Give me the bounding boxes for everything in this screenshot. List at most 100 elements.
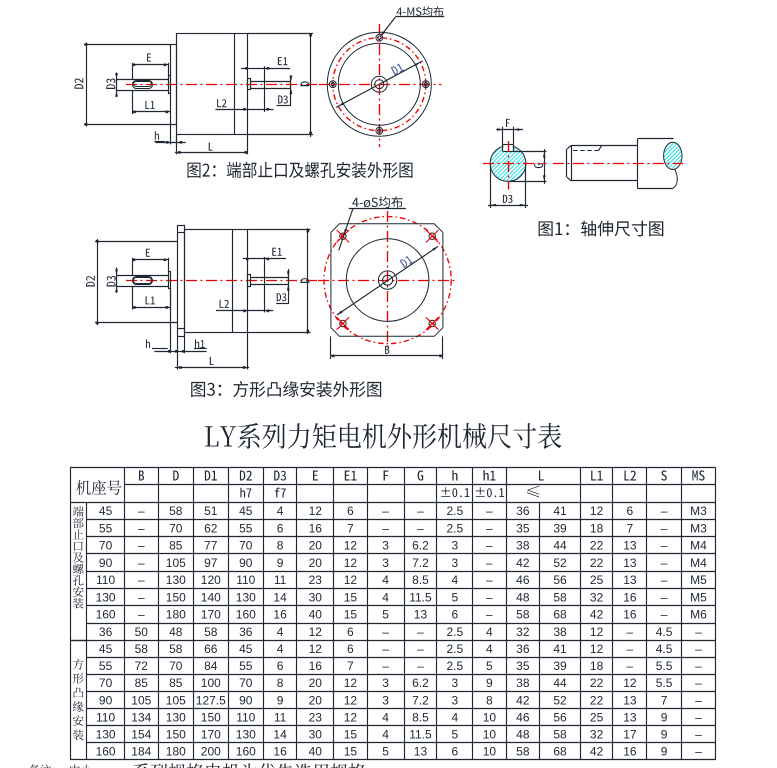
svg-text:3: 3 xyxy=(452,556,459,570)
svg-text:11: 11 xyxy=(274,573,287,587)
svg-text:38: 38 xyxy=(516,676,530,690)
svg-text:127.5: 127.5 xyxy=(196,693,226,707)
svg-text:6: 6 xyxy=(347,642,354,656)
svg-text:12: 12 xyxy=(590,625,604,639)
svg-text:90: 90 xyxy=(99,556,113,570)
svg-text:13: 13 xyxy=(414,608,428,622)
svg-text:–: – xyxy=(661,504,668,518)
svg-text:12: 12 xyxy=(344,693,358,707)
svg-text:2.5: 2.5 xyxy=(447,625,464,639)
svg-text:12: 12 xyxy=(590,504,604,518)
svg-text:110: 110 xyxy=(236,573,255,587)
svg-text:4: 4 xyxy=(452,710,459,724)
svg-text:58: 58 xyxy=(169,642,183,656)
svg-text:11.5: 11.5 xyxy=(409,590,432,604)
svg-text:12: 12 xyxy=(344,676,358,690)
svg-text:25: 25 xyxy=(590,573,604,587)
svg-text:–: – xyxy=(138,573,145,587)
svg-text:150: 150 xyxy=(166,590,186,604)
svg-text:150: 150 xyxy=(201,710,221,724)
svg-text:40: 40 xyxy=(309,745,323,759)
svg-text:170: 170 xyxy=(201,727,221,741)
svg-text:68: 68 xyxy=(553,608,567,622)
svg-text:–: – xyxy=(627,659,634,673)
svg-text:36: 36 xyxy=(516,504,530,518)
svg-text:5: 5 xyxy=(382,745,389,759)
svg-text:–: – xyxy=(486,504,493,518)
svg-text:–: – xyxy=(382,521,389,535)
svg-text:6: 6 xyxy=(347,625,354,639)
svg-text:85: 85 xyxy=(169,676,183,690)
svg-text:58: 58 xyxy=(204,625,218,639)
svg-text:180: 180 xyxy=(166,608,186,622)
svg-text:30: 30 xyxy=(309,590,323,604)
svg-text:3: 3 xyxy=(452,693,459,707)
svg-text:50: 50 xyxy=(135,625,149,639)
svg-text:13: 13 xyxy=(414,745,428,759)
svg-text:–: – xyxy=(661,590,668,604)
svg-text:58: 58 xyxy=(553,590,567,604)
svg-text:7.2: 7.2 xyxy=(412,556,429,570)
svg-text:55: 55 xyxy=(239,659,253,673)
svg-text:7: 7 xyxy=(661,693,668,707)
svg-text:–: – xyxy=(695,727,702,741)
svg-text:22: 22 xyxy=(590,539,604,553)
svg-text:5: 5 xyxy=(452,727,459,741)
svg-text:M5: M5 xyxy=(690,590,707,604)
svg-text:4: 4 xyxy=(382,710,389,724)
svg-text:160: 160 xyxy=(96,608,116,622)
svg-text:–: – xyxy=(138,590,145,604)
svg-text:45: 45 xyxy=(99,642,113,656)
svg-text:66: 66 xyxy=(204,642,218,656)
svg-text:12: 12 xyxy=(344,573,358,587)
svg-text:15: 15 xyxy=(344,608,358,622)
svg-text:–: – xyxy=(695,710,702,724)
svg-text:140: 140 xyxy=(201,590,221,604)
svg-text:–: – xyxy=(417,659,424,673)
svg-text:22: 22 xyxy=(590,556,604,570)
svg-text:100: 100 xyxy=(201,676,221,690)
svg-text:77: 77 xyxy=(204,539,218,553)
svg-text:10: 10 xyxy=(483,727,497,741)
svg-text:62: 62 xyxy=(204,521,218,535)
svg-text:6: 6 xyxy=(277,521,284,535)
svg-text:10: 10 xyxy=(483,745,497,759)
svg-text:2.5: 2.5 xyxy=(447,659,464,673)
svg-text:20: 20 xyxy=(309,539,323,553)
svg-text:130: 130 xyxy=(96,727,116,741)
svg-text:18: 18 xyxy=(590,521,604,535)
svg-text:9: 9 xyxy=(277,556,284,570)
svg-text:180: 180 xyxy=(166,745,186,759)
svg-text:55: 55 xyxy=(99,659,113,673)
svg-text:15: 15 xyxy=(344,727,358,741)
svg-text:–: – xyxy=(661,539,668,553)
svg-text:9: 9 xyxy=(277,693,284,707)
svg-text:13: 13 xyxy=(623,693,637,707)
svg-text:15: 15 xyxy=(344,745,358,759)
svg-text:–: – xyxy=(417,504,424,518)
svg-text:–: – xyxy=(417,521,424,535)
svg-text:56: 56 xyxy=(553,710,567,724)
svg-text:45: 45 xyxy=(239,642,253,656)
svg-text:90: 90 xyxy=(239,556,253,570)
svg-text:160: 160 xyxy=(236,745,256,759)
svg-text:3: 3 xyxy=(452,676,459,690)
svg-text:58: 58 xyxy=(553,727,567,741)
svg-text:154: 154 xyxy=(131,727,151,741)
svg-text:58: 58 xyxy=(135,642,149,656)
svg-text:160: 160 xyxy=(96,745,116,759)
svg-text:105: 105 xyxy=(131,693,151,707)
svg-text:16: 16 xyxy=(623,745,637,759)
svg-text:8: 8 xyxy=(277,676,284,690)
svg-text:70: 70 xyxy=(239,539,253,553)
svg-text:42: 42 xyxy=(516,556,530,570)
svg-text:4.5: 4.5 xyxy=(656,625,673,639)
svg-text:130: 130 xyxy=(236,590,256,604)
svg-text:20: 20 xyxy=(309,676,323,690)
svg-text:46: 46 xyxy=(516,710,530,724)
svg-text:12: 12 xyxy=(590,642,604,656)
svg-text:12: 12 xyxy=(344,710,358,724)
svg-text:85: 85 xyxy=(135,676,149,690)
svg-text:13: 13 xyxy=(623,710,637,724)
svg-text:52: 52 xyxy=(553,556,567,570)
